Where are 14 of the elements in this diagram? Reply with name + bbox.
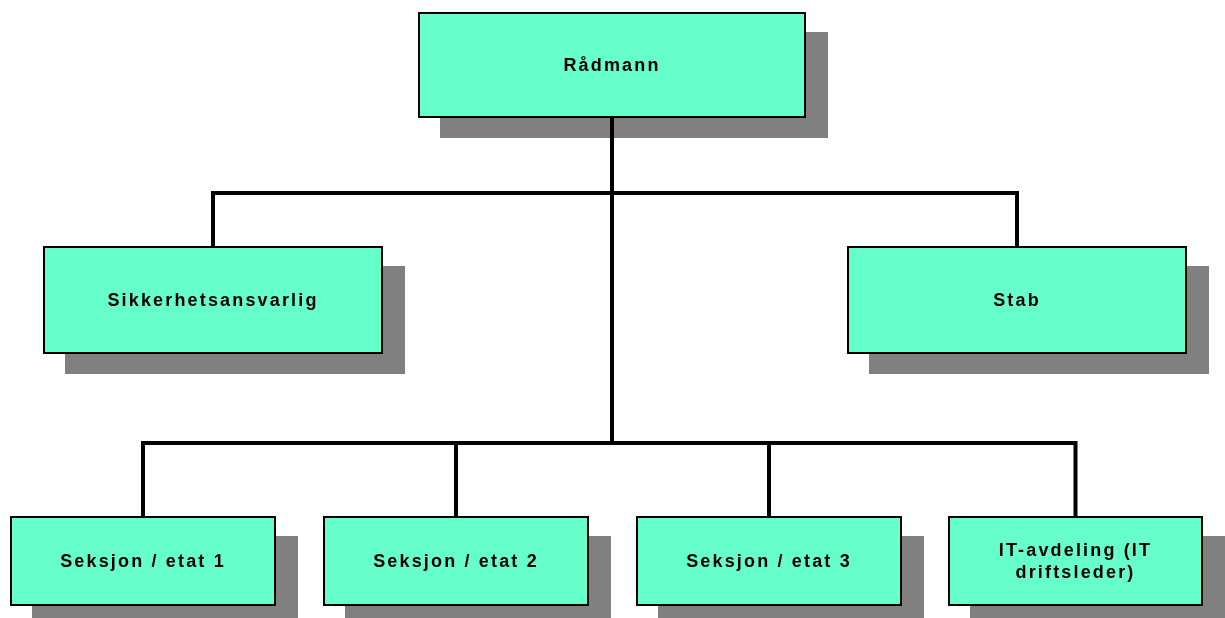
box-label: Rådmann — [563, 53, 661, 77]
org-box — [43, 246, 383, 354]
org-box — [418, 12, 806, 118]
box-label: IT-avdeling (IT driftsleder) — [997, 538, 1154, 584]
box-label: Seksjon / etat 3 — [686, 549, 852, 573]
box-label: Seksjon / etat 2 — [373, 549, 539, 573]
org-box — [948, 516, 1203, 606]
box-label: Seksjon / etat 1 — [60, 549, 226, 573]
box-label: Stab — [993, 288, 1041, 312]
org-box — [636, 516, 902, 606]
org-box — [10, 516, 276, 606]
org-box — [847, 246, 1187, 354]
org-box — [323, 516, 589, 606]
box-label: Sikkerhetsansvarlig — [107, 288, 319, 312]
